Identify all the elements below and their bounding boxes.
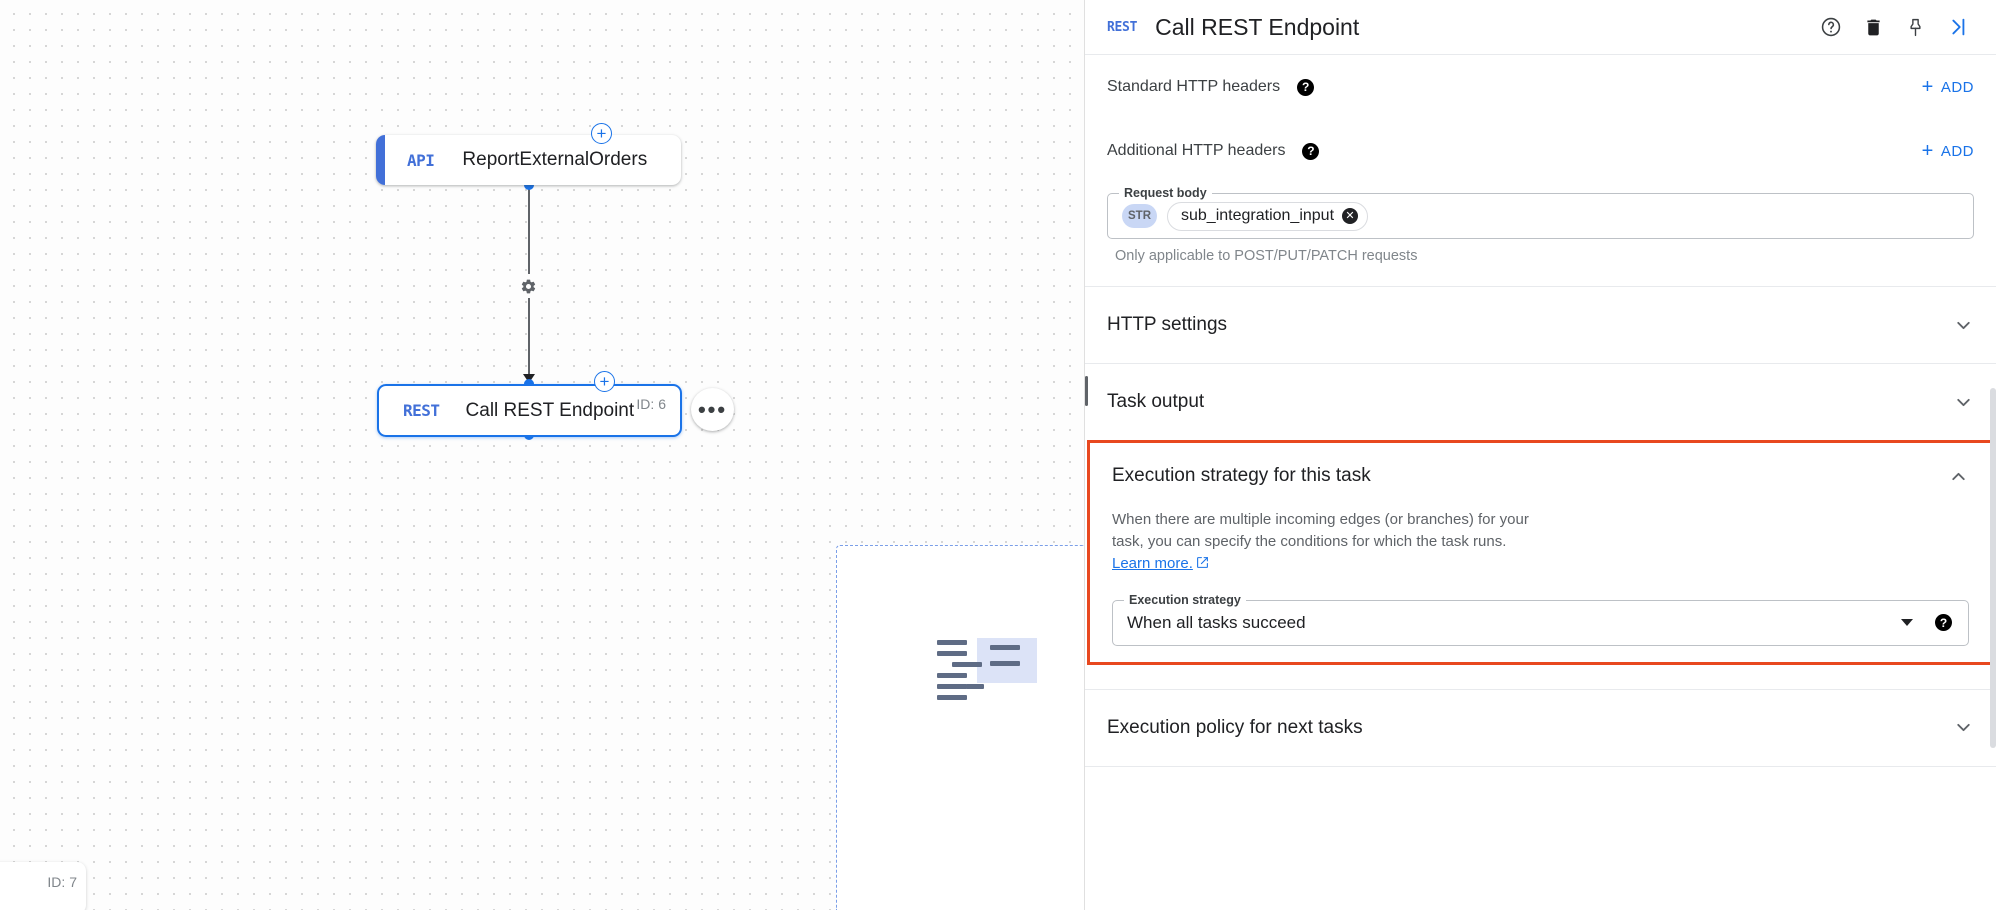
execution-strategy-select[interactable]: Execution strategy When all tasks succee…: [1112, 592, 1969, 646]
panel-scroll-indicator: [1085, 376, 1088, 406]
edge-arrow-icon: [523, 374, 535, 383]
plus-icon: +: [1921, 140, 1934, 162]
node-accent-bar: [376, 135, 385, 185]
page-title: Call REST Endpoint: [1155, 13, 1360, 40]
request-body-chip-row: STR sub_integration_input ✕: [1122, 201, 1369, 231]
clear-circle-icon[interactable]: ✕: [1342, 208, 1359, 224]
node-overflow-menu-button[interactable]: •••: [691, 388, 734, 431]
description-text: When there are multiple incoming edges (…: [1112, 511, 1529, 550]
bottom-spacer: [1085, 767, 1996, 807]
trash-icon[interactable]: [1856, 10, 1890, 44]
request-body-field-wrap: Request body STR sub_integration_input ✕: [1085, 183, 1996, 239]
section-title: Task output: [1107, 391, 1205, 412]
placeholder-illustration-icon: [937, 636, 1047, 706]
standard-http-headers-label: Standard HTTP headers: [1107, 78, 1281, 95]
add-additional-header-button[interactable]: + ADD: [1922, 141, 1974, 161]
pin-icon[interactable]: [1898, 10, 1932, 44]
variable-chip-label: sub_integration_input: [1181, 207, 1335, 224]
chevron-down-icon[interactable]: [1952, 314, 1974, 336]
edge-settings-gear-icon[interactable]: [516, 274, 540, 298]
add-label: ADD: [1940, 142, 1974, 160]
node-label: ReportExternalOrders: [462, 149, 648, 170]
divider: [1085, 688, 1996, 690]
section-task-output[interactable]: Task output: [1085, 364, 1996, 440]
section-title: Execution policy for next tasks: [1107, 716, 1363, 738]
add-node-after-rest-button[interactable]: +: [594, 371, 615, 392]
divider: [1085, 765, 1996, 767]
more-dots-icon: •••: [697, 397, 728, 422]
workflow-canvas[interactable]: API ReportExternalOrders REST Call REST …: [0, 0, 1084, 910]
chevron-down-icon[interactable]: [1952, 717, 1974, 739]
chevron-down-icon[interactable]: [1952, 391, 1974, 413]
add-standard-header-button[interactable]: + ADD: [1922, 77, 1974, 97]
request-body-legend: Request body: [1119, 186, 1212, 200]
panel-scrollbar-thumb[interactable]: [1990, 388, 1996, 748]
standard-http-headers-row: Standard HTTP headers ? + ADD: [1085, 55, 1996, 119]
panel-type-badge: REST: [1107, 19, 1138, 35]
divider: [1085, 286, 1996, 287]
execution-strategy-description: When there are multiple incoming edges (…: [1090, 509, 1560, 590]
chevron-up-icon[interactable]: [1947, 465, 1969, 487]
node-type-badge: API: [407, 150, 435, 170]
canvas-node-rest[interactable]: REST Call REST Endpoint ID: 6: [377, 384, 682, 437]
variable-type-pill: STR: [1122, 204, 1157, 228]
plus-icon: +: [1921, 76, 1934, 98]
node-accent-bar: [379, 386, 383, 435]
help-icon[interactable]: ?: [1302, 142, 1320, 160]
panel-header: REST Call REST Endpoint: [1085, 0, 1996, 55]
help-circle-icon[interactable]: [1814, 10, 1848, 44]
section-title: Execution strategy for this task: [1112, 465, 1371, 486]
task-config-panel: REST Call REST Endpoint: [1084, 0, 1996, 910]
external-link-icon[interactable]: [1196, 554, 1209, 576]
canvas-node-api[interactable]: API ReportExternalOrders: [376, 135, 681, 185]
learn-more-link[interactable]: Learn more.: [1112, 554, 1193, 572]
node-output-port[interactable]: [524, 180, 534, 190]
select-row: When all tasks succeed ?: [1127, 613, 1968, 633]
variable-chip[interactable]: sub_integration_input ✕: [1167, 201, 1369, 231]
section-execution-strategy[interactable]: Execution strategy for this task: [1090, 443, 1991, 509]
help-icon[interactable]: ?: [1297, 78, 1315, 96]
request-body-helper-text: Only applicable to POST/PUT/PATCH reques…: [1115, 248, 1418, 264]
help-icon[interactable]: ?: [1935, 614, 1952, 632]
add-label: ADD: [1940, 78, 1974, 96]
node-id-label: ID: 6: [636, 396, 666, 412]
add-node-after-api-button[interactable]: +: [591, 123, 612, 144]
node-id-label: ID: 7: [47, 874, 77, 890]
request-body-input[interactable]: Request body STR sub_integration_input ✕: [1107, 186, 1974, 239]
section-http-settings[interactable]: HTTP settings: [1085, 287, 1996, 363]
canvas-node-partial[interactable]: ID: 7: [0, 862, 86, 910]
collapse-right-icon[interactable]: [1940, 10, 1974, 44]
execution-strategy-field-wrap: Execution strategy When all tasks succee…: [1090, 590, 1991, 662]
execution-strategy-legend: Execution strategy: [1124, 592, 1246, 607]
execution-strategy-highlight-box: Execution strategy for this task When th…: [1087, 440, 1994, 665]
additional-http-headers-row: Additional HTTP headers ? + ADD: [1085, 119, 1996, 183]
section-execution-policy[interactable]: Execution policy for next tasks: [1085, 690, 1996, 766]
section-title: HTTP settings: [1107, 314, 1228, 335]
floating-preview-panel[interactable]: [836, 545, 1084, 910]
execution-strategy-value: When all tasks succeed: [1127, 612, 1306, 632]
caret-down-icon[interactable]: [1901, 619, 1913, 627]
divider: [1085, 363, 1996, 364]
node-label: Call REST Endpoint: [465, 399, 635, 421]
panel-body[interactable]: Standard HTTP headers ? + ADD Additional…: [1085, 55, 1996, 910]
node-type-badge: REST: [403, 401, 440, 420]
additional-http-headers-label: Additional HTTP headers: [1107, 142, 1286, 159]
